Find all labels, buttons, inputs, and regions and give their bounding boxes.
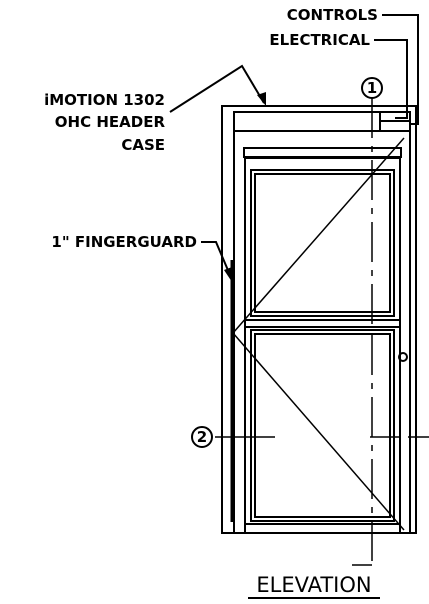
- header-leader: [169, 64, 265, 113]
- callout-1-text: 1: [367, 79, 377, 97]
- controls-label: CONTROLS: [287, 6, 378, 24]
- callout-1-circle: [361, 77, 383, 99]
- upper-glass-inner: [254, 173, 391, 313]
- callout-2-text: 2: [197, 428, 207, 446]
- top-rail: [243, 147, 402, 158]
- fingerguard-arrowhead: [224, 267, 232, 282]
- door-handle: [398, 352, 408, 362]
- fingerguard-label: 1" FINGERGUARD: [51, 233, 197, 251]
- lower-glass-outer: [250, 329, 395, 522]
- header-arrowhead: [257, 92, 266, 106]
- upper-glass-outer: [250, 169, 395, 317]
- elevation-title: ELEVATION: [256, 573, 371, 597]
- swing-line-2: [232, 332, 405, 531]
- fingerguard-leader: [201, 241, 231, 276]
- swing-line-1: [232, 137, 405, 334]
- door-leaf: [244, 157, 401, 534]
- controls-leader: [382, 14, 419, 125]
- callout-2-circle: [191, 426, 213, 448]
- header-label-line3: CASE: [121, 136, 165, 154]
- electrical-label: ELECTRICAL: [269, 31, 370, 49]
- mid-rail: [244, 319, 401, 328]
- lower-glass-inner: [254, 333, 391, 518]
- header-label-line1: iMOTION 1302: [44, 91, 165, 109]
- door-frame-inner: [233, 111, 411, 534]
- header-label-line2: OHC HEADER: [55, 113, 166, 131]
- electrical-leader: [374, 39, 408, 119]
